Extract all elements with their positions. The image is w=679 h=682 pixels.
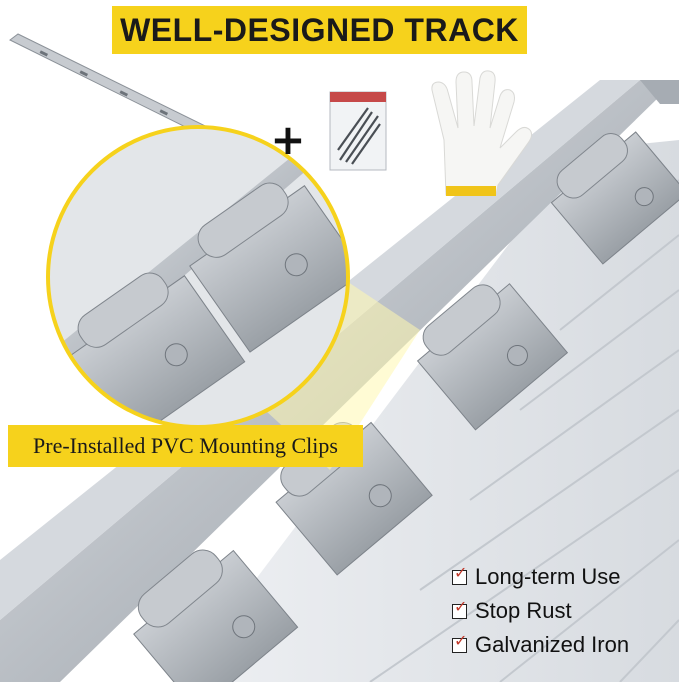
work-glove-icon (431, 70, 533, 196)
pvc-strip-curtain (179, 140, 679, 682)
feature-item: ✓ Stop Rust (452, 594, 677, 628)
plus-icon: + (270, 115, 306, 164)
zoom-callout-icon (46, 125, 420, 470)
checkbox-icon: ✓ (452, 564, 467, 585)
feature-text: Stop Rust (475, 598, 572, 623)
checkmark-icon: ✓ (454, 630, 468, 650)
feature-item: ✓ Galvanized Iron (452, 628, 677, 662)
clips-callout-label: Pre-Installed PVC Mounting Clips (8, 425, 363, 467)
feature-item: ✓ Long-term Use (452, 560, 677, 594)
feature-text: Galvanized Iron (475, 632, 630, 657)
checkmark-icon: ✓ (454, 596, 468, 616)
checkbox-icon: ✓ (452, 632, 467, 653)
page-title: WELL-DESIGNED TRACK (120, 11, 519, 48)
checkmark-icon: ✓ (454, 562, 468, 582)
feature-list: ✓ Long-term Use ✓ Stop Rust ✓ Galvanized… (452, 560, 677, 662)
feature-text: Long-term Use (475, 564, 621, 589)
title-banner: WELL-DESIGNED TRACK (112, 6, 527, 54)
clips-callout-text: Pre-Installed PVC Mounting Clips (33, 433, 338, 458)
checkbox-icon: ✓ (452, 598, 467, 619)
screw-bag-icon (329, 91, 387, 171)
